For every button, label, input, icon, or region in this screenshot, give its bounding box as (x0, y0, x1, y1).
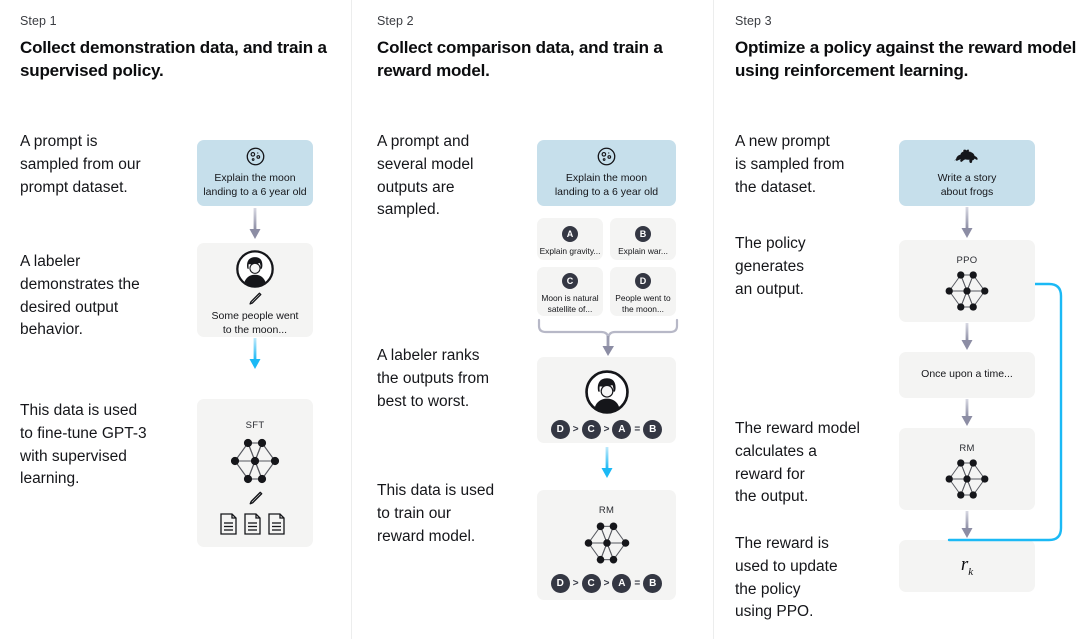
step-1-column: Step 1 Collect demonstration data, and t… (0, 0, 351, 639)
option-letter-c: C (562, 273, 578, 290)
arrow-grey-down (959, 323, 975, 351)
arrow-grey-down (959, 399, 975, 427)
step-3-column: Step 3 Optimize a policy against the rew… (713, 0, 1080, 639)
step-1-prompt-caption: Explain the moon landing to a 6 year old (203, 172, 307, 198)
merge-brace-arrow (537, 318, 679, 358)
step-3-title: Optimize a policy against the reward mod… (735, 38, 1077, 80)
option-card-a[interactable]: A Explain gravity... (537, 218, 603, 260)
step-3-ppo-tag: PPO (956, 255, 978, 266)
rank-item-2: C (581, 574, 601, 593)
step-1-desc-3: This data is used to fine-tune GPT-3 wit… (20, 402, 147, 488)
option-letter-d: D (635, 273, 651, 290)
reward-symbol: rk (960, 554, 974, 578)
step-3-desc-4: The reward is used to update the policy … (735, 535, 838, 621)
rank-op-1: > (572, 578, 579, 589)
step-1-desc-2: A labeler demonstrates the desired outpu… (20, 253, 140, 339)
option-letter-b: B (635, 226, 651, 243)
step-2-column: Step 2 Collect comparison data, and trai… (351, 0, 713, 639)
arrow-blue-down (599, 447, 615, 479)
neural-network-icon (221, 434, 289, 488)
rank-item-1: D (550, 419, 570, 439)
step-3-prompt-caption: Write a story about frogs (937, 172, 997, 198)
rank-item-3: A (612, 574, 632, 593)
moon-icon (596, 146, 617, 167)
step-2-label: Step 2 (377, 14, 414, 28)
rank-op-2: > (603, 578, 610, 589)
rank-item-4: B (643, 419, 663, 439)
ranking-row-labeler: D > C > A = B (550, 419, 663, 439)
step-3-prompt-box[interactable]: Write a story about frogs (899, 140, 1035, 206)
step-3-desc-1: A new prompt is sampled from the dataset… (735, 133, 845, 196)
pencil-icon (247, 291, 263, 307)
step-3-reward-box[interactable]: rk (899, 540, 1035, 592)
step-2-desc-2: A labeler ranks the outputs from best to… (377, 347, 490, 410)
option-text-c: Moon is natural satellite of... (541, 293, 599, 314)
neural-network-icon (935, 455, 999, 503)
arrow-grey-down (247, 208, 263, 240)
step-2-rm-box[interactable]: RM (537, 490, 676, 600)
step-2-labeler-rank-box[interactable]: D > C > A = B (537, 357, 676, 443)
step-2-prompt-box[interactable]: Explain the moon landing to a 6 year old (537, 140, 676, 206)
step-2-title: Collect comparison data, and train a rew… (377, 38, 663, 80)
step-1-desc-1: A prompt is sampled from our prompt data… (20, 133, 141, 196)
arrow-blue-down (247, 338, 263, 370)
option-card-d[interactable]: D People went to the moon... (610, 267, 676, 316)
arrow-grey-down (959, 207, 975, 239)
step-1-labeler-caption: Some people went to the moon... (211, 310, 299, 336)
step-2-desc-3: This data is used to train our reward mo… (377, 482, 495, 545)
option-text-d: People went to the moon... (615, 293, 671, 314)
labeler-avatar-icon (236, 250, 274, 288)
step-1-title: Collect demonstration data, and train a … (20, 38, 327, 80)
step-3-desc-2: The policy generates an output. (735, 235, 806, 298)
rank-item-3: A (612, 419, 632, 439)
step-3-label: Step 3 (735, 14, 772, 28)
rank-op-2: > (603, 423, 610, 435)
step-3-ppo-box[interactable]: PPO (899, 240, 1035, 322)
step-2-rm-tag: RM (598, 505, 615, 516)
option-card-b[interactable]: B Explain war... (610, 218, 676, 260)
rank-op-1: > (572, 423, 579, 435)
moon-icon (245, 146, 266, 167)
option-card-c[interactable]: C Moon is natural satellite of... (537, 267, 603, 316)
step-2-prompt-caption: Explain the moon landing to a 6 year old (554, 172, 659, 198)
labeler-avatar-icon (584, 369, 629, 414)
rank-item-4: B (643, 574, 663, 593)
step-3-rm-tag: RM (959, 443, 975, 454)
arrow-grey-down (959, 511, 975, 539)
neural-network-icon (573, 518, 641, 568)
option-text-b: Explain war... (618, 246, 668, 257)
step-1-label: Step 1 (20, 14, 57, 28)
step-3-rm-box[interactable]: RM (899, 428, 1035, 510)
step-1-prompt-box[interactable]: Explain the moon landing to a 6 year old (197, 140, 313, 206)
step-3-desc-3: The reward model calculates a reward for… (735, 420, 860, 506)
rank-op-3: = (634, 423, 641, 435)
rank-op-3: = (634, 578, 641, 589)
step-3-output-box[interactable]: Once upon a time... (899, 352, 1035, 398)
step-1-labeler-box[interactable]: Some people went to the moon... (197, 243, 313, 337)
step-1-sft-box[interactable]: SFT (197, 399, 313, 547)
rank-item-2: C (581, 419, 601, 439)
step-3-output-caption: Once upon a time... (921, 368, 1013, 381)
documents-icon (219, 512, 291, 536)
frog-icon (952, 146, 982, 166)
option-text-a: Explain gravity... (539, 246, 601, 257)
neural-network-icon (935, 267, 999, 315)
option-letter-a: A (562, 226, 578, 243)
pencil-icon (247, 490, 264, 507)
rank-item-1: D (550, 574, 570, 593)
ranking-row-rm: D > C > A = B (550, 574, 663, 593)
step-1-sft-tag: SFT (245, 419, 265, 431)
step-2-desc-1: A prompt and several model outputs are s… (377, 133, 474, 219)
